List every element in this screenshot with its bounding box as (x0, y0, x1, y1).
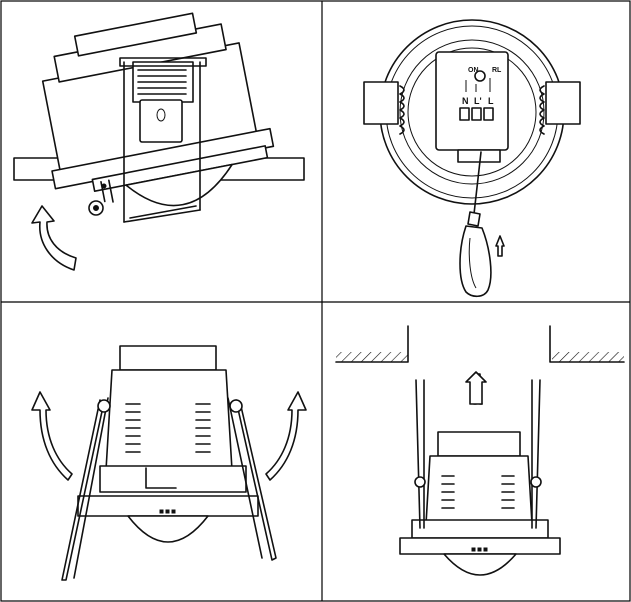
plate-dots-2 (471, 547, 488, 552)
panel-bottom-left (31, 345, 307, 581)
up-arrow-small-icon (495, 235, 505, 257)
panel-top-right: ON RL N L' L (363, 19, 581, 298)
body-springs (125, 403, 211, 453)
terminal-label-n: N (462, 96, 469, 106)
ceiling-section (335, 325, 625, 363)
sensor-dome (127, 515, 209, 543)
terminal-label-on: ON (468, 67, 479, 74)
bottom-plate-2 (399, 537, 561, 555)
sensor-body-2 (425, 455, 533, 525)
mount-frame-2 (411, 519, 549, 539)
fold-arrow-right-icon (265, 391, 307, 481)
sensor-body (105, 369, 233, 471)
terminal-screws (459, 107, 494, 121)
screwdriver-icon (459, 151, 492, 298)
fold-arrow-left-icon (31, 391, 73, 481)
spring-legs-2 (414, 379, 542, 529)
terminal-label-rl: RL (492, 67, 502, 74)
sensor-knobs (88, 183, 107, 216)
adjust-knob-icon (474, 70, 486, 82)
insert-arrow-icon (465, 371, 487, 405)
spring-legs (61, 397, 277, 581)
terminal-label-l-prime: L' (474, 96, 482, 106)
panel-bottom-right (335, 325, 625, 576)
plate-dots (159, 509, 176, 514)
release-tab (457, 149, 501, 163)
sensor-cap (119, 345, 217, 371)
rotate-arrow-icon (31, 205, 77, 271)
spring-clip (119, 57, 207, 223)
terminal-label-l: L (488, 96, 494, 106)
body-springs-2 (441, 475, 515, 509)
side-springs (363, 81, 581, 135)
sensor-dome-2 (443, 553, 517, 576)
sensor-cap-2 (437, 431, 521, 457)
panel-top-left (13, 12, 305, 271)
